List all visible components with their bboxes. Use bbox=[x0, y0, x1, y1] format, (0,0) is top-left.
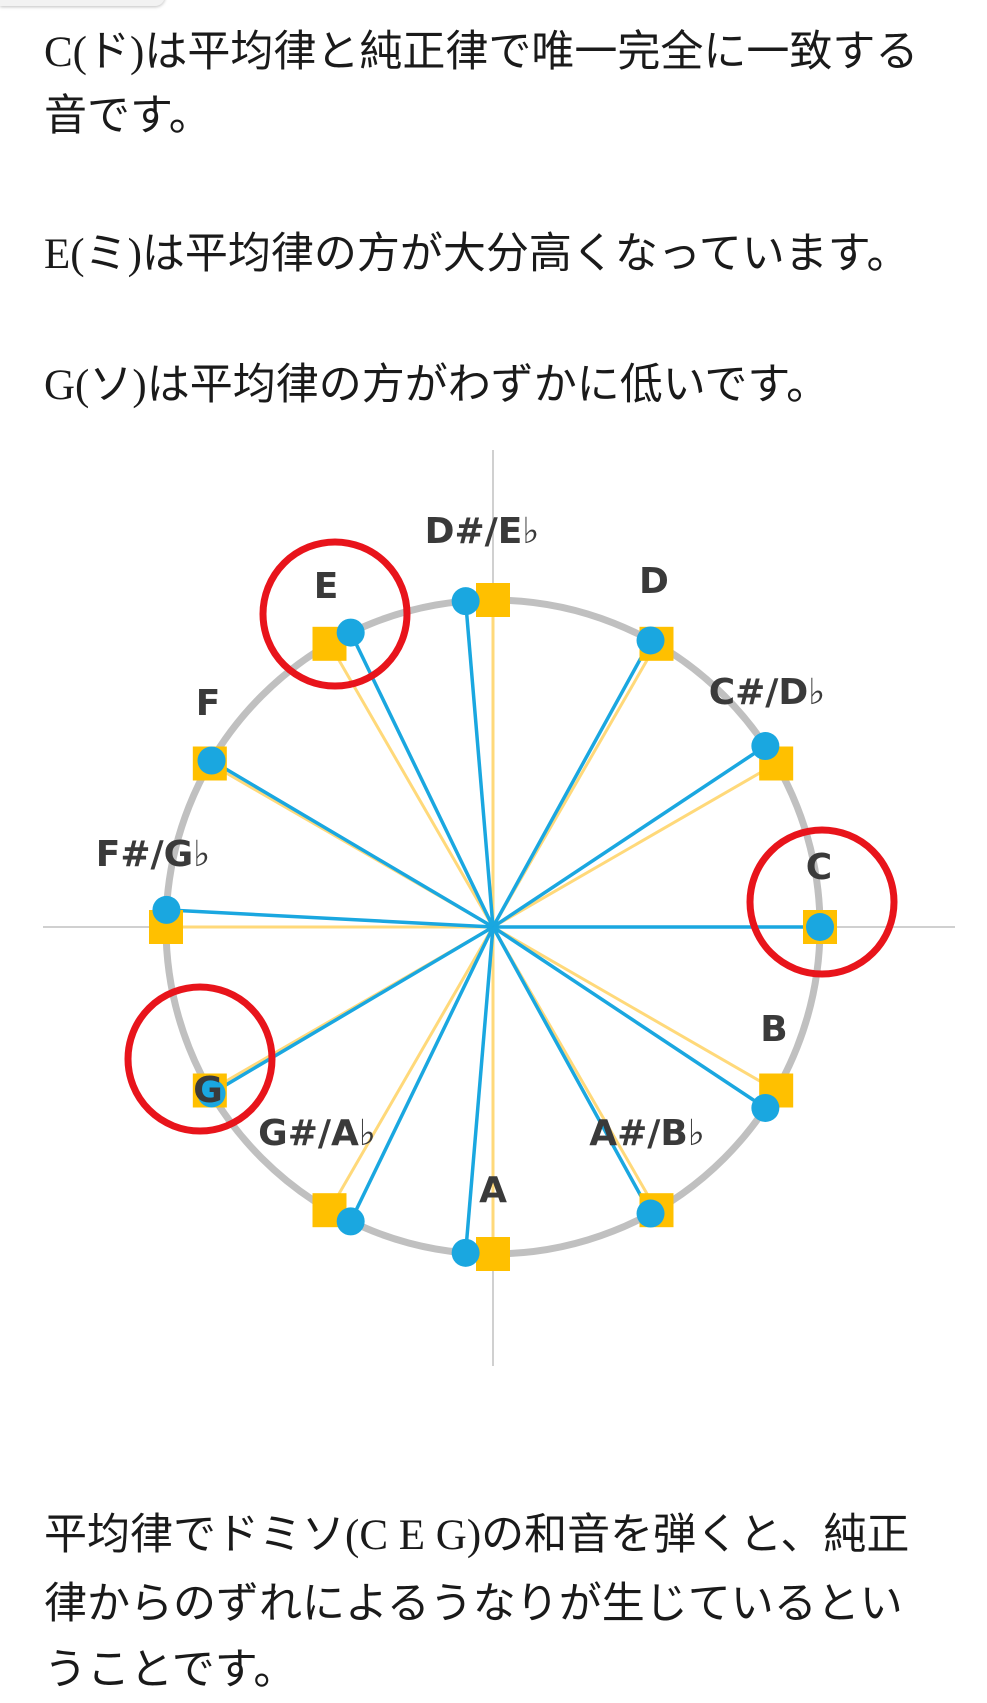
text-line: E(ミ)は平均律の方が大分高くなっています。 bbox=[44, 231, 910, 278]
note-label: D bbox=[639, 561, 669, 602]
note-label: E bbox=[314, 566, 339, 607]
note-label: F#/G♭ bbox=[96, 834, 210, 875]
note-label: C#/D♭ bbox=[709, 672, 826, 713]
just-intonation-ray bbox=[166, 908, 494, 929]
just-intonation-marker-4 bbox=[336, 618, 365, 647]
note-label: F bbox=[196, 683, 221, 724]
equal-temperament-ray bbox=[492, 762, 777, 929]
text-line: C(ド)は平均律と純正律で唯一完全に一致する bbox=[44, 29, 919, 76]
highlight-circle-C bbox=[746, 826, 898, 978]
equal-temperament-marker-9 bbox=[476, 1237, 510, 1271]
note-label: G bbox=[193, 1070, 223, 1111]
note-label: G#/A♭ bbox=[258, 1113, 376, 1154]
highlight-circle-E bbox=[259, 538, 411, 690]
just-intonation-ray bbox=[492, 744, 767, 929]
just-intonation-ray bbox=[491, 639, 653, 928]
just-intonation-ray bbox=[349, 631, 495, 928]
just-intonation-marker-2 bbox=[636, 626, 665, 655]
text-line: 律からのずれによるうなりが生じているとい bbox=[44, 1581, 903, 1628]
equal-temperament-ray bbox=[328, 643, 495, 928]
note-label: A#/B♭ bbox=[589, 1113, 705, 1154]
highlight-circle-G bbox=[124, 983, 276, 1135]
just-intonation-marker-1 bbox=[751, 732, 780, 761]
note-label: D#/E♭ bbox=[425, 511, 540, 552]
text-line: 音です。 bbox=[44, 93, 212, 140]
just-intonation-ray bbox=[349, 926, 495, 1223]
just-intonation-ray bbox=[210, 925, 494, 1095]
just-intonation-ray bbox=[463, 601, 495, 928]
just-intonation-ray bbox=[492, 925, 767, 1110]
note-label: B bbox=[760, 1009, 787, 1050]
just-intonation-marker-10 bbox=[636, 1199, 665, 1228]
just-intonation-marker-5 bbox=[197, 746, 226, 775]
just-intonation-ray bbox=[210, 759, 494, 929]
note-label: C bbox=[806, 847, 832, 888]
equal-temperament-ray bbox=[492, 925, 777, 1092]
text-line: うことです。 bbox=[44, 1647, 297, 1694]
equal-temperament-ray bbox=[328, 926, 495, 1211]
just-intonation-marker-0 bbox=[806, 913, 834, 941]
tuning-circle-diagram: C C#/D♭ D D#/E♭ E F F#/G♭ G G#/A♭ A A#/B♭ B bbox=[43, 450, 955, 1366]
just-intonation-marker-8 bbox=[336, 1207, 365, 1236]
just-intonation-ray bbox=[463, 926, 495, 1253]
just-intonation-marker-9 bbox=[451, 1238, 480, 1267]
note-label: A bbox=[479, 1170, 507, 1211]
just-intonation-marker-7 bbox=[197, 1079, 226, 1108]
just-intonation-marker-6 bbox=[152, 895, 181, 924]
just-intonation-ray bbox=[491, 926, 653, 1215]
text-line: 平均律でドミソ(C E G)の和音を弾くと、純正 bbox=[44, 1512, 910, 1559]
text-line: G(ソ)は平均律の方がわずかに低いです。 bbox=[44, 362, 830, 409]
just-intonation-marker-11 bbox=[751, 1093, 780, 1122]
browser-tab-stub bbox=[0, 0, 165, 6]
just-intonation-marker-3 bbox=[451, 587, 480, 616]
equal-temperament-marker-3 bbox=[476, 583, 510, 617]
